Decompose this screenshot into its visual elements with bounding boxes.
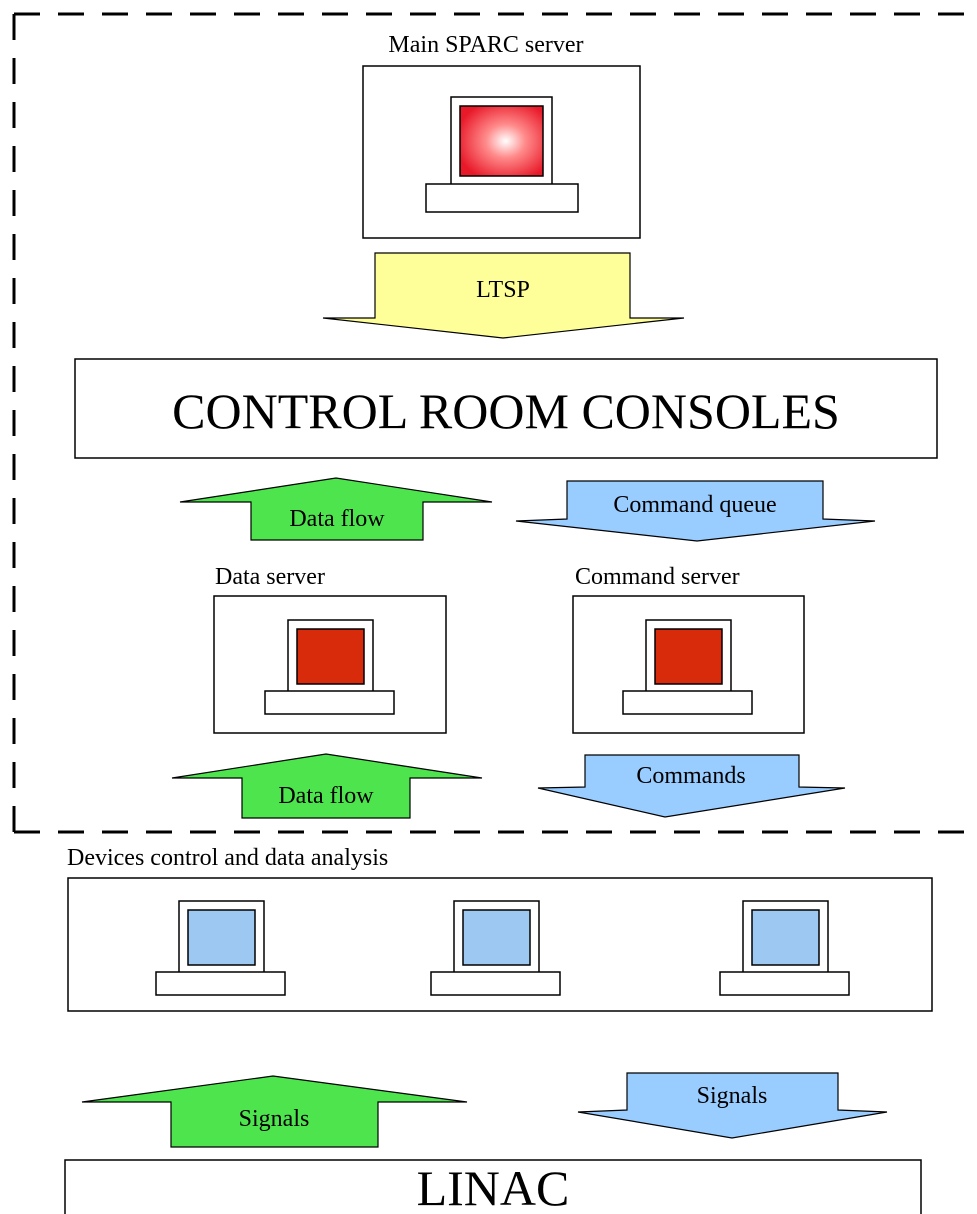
devices-label: Devices control and data analysis bbox=[67, 845, 388, 871]
data-server-computer-icon bbox=[264, 619, 395, 715]
signals-up-arrow: Signals bbox=[81, 1075, 468, 1148]
device-computer-icon bbox=[719, 900, 850, 996]
command-server-computer-icon bbox=[622, 619, 753, 715]
main-server-label: Main SPARC server bbox=[388, 32, 583, 58]
data-server-box bbox=[213, 595, 447, 734]
signals-down-label: Signals bbox=[697, 1083, 768, 1109]
command-queue-label: Command queue bbox=[613, 492, 776, 518]
control-room-consoles-label: CONTROL ROOM CONSOLES bbox=[172, 383, 840, 439]
ltsp-label: LTSP bbox=[476, 277, 530, 303]
device-computer-icon bbox=[155, 900, 286, 996]
commands-arrow: Commands bbox=[537, 754, 846, 818]
device-computer-icon bbox=[430, 900, 561, 996]
data-flow-upper-label: Data flow bbox=[289, 506, 385, 532]
commands-label: Commands bbox=[636, 763, 745, 789]
signals-up-label: Signals bbox=[239, 1106, 310, 1132]
data-flow-lower-label: Data flow bbox=[278, 783, 374, 809]
data-flow-arrow-lower: Data flow bbox=[171, 753, 483, 819]
control-system-boundary bbox=[12, 12, 977, 834]
data-flow-arrow-upper: Data flow bbox=[179, 477, 493, 541]
command-queue-arrow: Command queue bbox=[515, 480, 876, 542]
main-server-computer-icon bbox=[425, 96, 579, 213]
signals-down-arrow: Signals bbox=[577, 1072, 888, 1139]
command-server-label: Command server bbox=[575, 564, 740, 590]
main-server-box bbox=[362, 65, 641, 239]
linac-label: LINAC bbox=[417, 1160, 570, 1214]
control-room-consoles-box: CONTROL ROOM CONSOLES bbox=[74, 358, 938, 459]
linac-box: LINAC bbox=[64, 1159, 922, 1214]
command-server-box bbox=[572, 595, 805, 734]
devices-box bbox=[67, 877, 933, 1012]
ltsp-arrow: LTSP bbox=[322, 252, 685, 339]
data-server-label: Data server bbox=[215, 564, 325, 590]
